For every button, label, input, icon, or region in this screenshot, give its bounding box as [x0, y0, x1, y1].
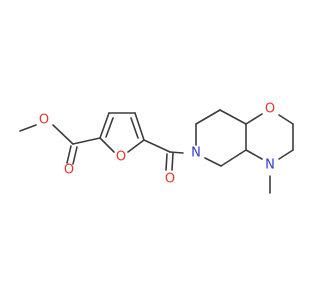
atom-oxazine-o: O	[265, 102, 275, 117]
bond-ch2-to-n-methyl	[278, 149, 294, 160]
atom-amide-o: O	[165, 172, 175, 187]
bond-furan-o-c2	[99, 137, 115, 153]
bond-furan-c2-c3	[99, 112, 110, 139]
atom-ester-carbonyl-o: O	[64, 163, 74, 178]
bond-furan-amide-c	[143, 139, 171, 153]
bond-n-methyl-to-fusion	[245, 149, 263, 160]
bond-furan-c5-o	[127, 139, 145, 153]
bond-layer	[19, 109, 294, 194]
bond-furan-c2-c3-inner	[105, 117, 114, 138]
molecule-structure-diagram: O O O O N O N	[19, 102, 294, 194]
bond-piperidine-top-left	[195, 109, 221, 125]
bond-fusion-to-o	[245, 113, 263, 125]
bond-furan-c4-c5-inner	[130, 117, 139, 139]
bond-methyl-ester-o	[19, 124, 37, 132]
bond-amide-c-o-b	[171, 152, 174, 171]
atom-furan-o: O	[116, 150, 126, 165]
atom-label-layer: O O O O N O N	[39, 102, 275, 187]
bond-piperidine-top-right	[219, 109, 247, 125]
bond-amide-c-o-a	[165, 153, 168, 171]
bond-o-to-ch2	[278, 114, 294, 125]
bond-furan-c4-c5	[134, 112, 145, 141]
bond-amide-c-n	[169, 151, 184, 154]
bond-ester-c-o-double-b	[72, 146, 78, 165]
bond-ch2-to-n	[204, 157, 222, 167]
atom-methyl-n: N	[265, 158, 275, 173]
atom-ester-methoxy-o: O	[39, 113, 49, 128]
bond-ester-c-furan	[72, 137, 101, 145]
bond-ester-c-o-double-a	[66, 145, 72, 164]
bond-ester-o-carbonyl-c	[52, 124, 74, 145]
bond-fusion-to-ch2	[220, 149, 247, 167]
atom-amide-n: N	[191, 146, 201, 161]
